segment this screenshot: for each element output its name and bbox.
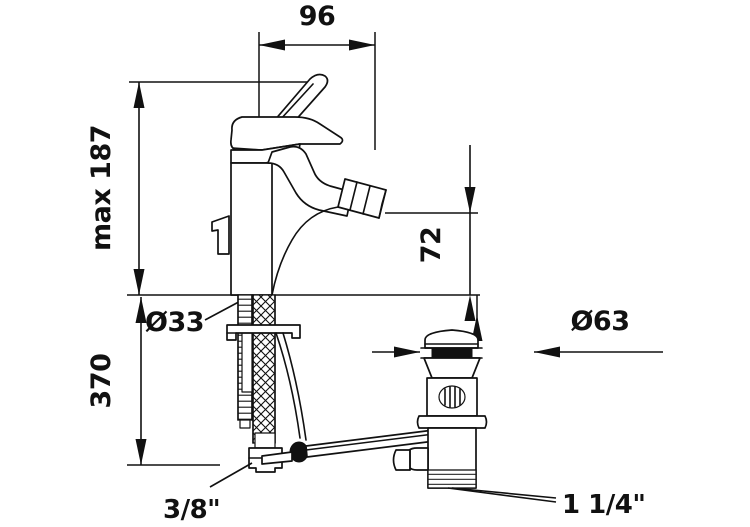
dimension-label-max-187: max 187	[86, 125, 117, 251]
pop-up-linkage	[261, 429, 436, 465]
flexible-hose	[275, 332, 307, 441]
body-column	[230, 162, 273, 296]
dimension-supply-thread: 3/8"	[163, 462, 253, 525]
mounting-washer	[226, 324, 301, 341]
waste-collar-ring	[416, 415, 488, 429]
dimension-label-d33: Ø33	[145, 307, 204, 338]
dimension-max-height: max 187	[86, 81, 320, 295]
waste-body	[426, 377, 478, 417]
dimension-spout-reach: 96	[258, 1, 376, 150]
waste-neck	[423, 357, 481, 379]
dimension-waste-flange-diameter: Ø63	[372, 306, 663, 358]
dimension-label-d63: Ø63	[570, 306, 629, 337]
pop-up-waste-assembly	[392, 295, 488, 489]
waste-outlet-thread	[427, 469, 477, 489]
waste-stopper-cap	[424, 329, 479, 349]
dimension-label-one-and-quarter: 1 1/4"	[562, 490, 645, 520]
pop-up-lever	[211, 215, 230, 255]
spout-lower-curve	[271, 206, 339, 296]
mixer-body-assembly	[211, 73, 387, 296]
dimension-label-370: 370	[86, 354, 117, 409]
spout-outlet-nozzle	[337, 178, 387, 219]
threaded-shank	[252, 294, 276, 444]
waste-linkage-inlet	[392, 447, 429, 471]
handle-cap	[230, 116, 344, 151]
dimension-hose-length: 370	[86, 297, 220, 466]
swivel-spout-arm	[267, 145, 353, 217]
dimension-waste-outlet-label: 1 1/4"	[447, 487, 646, 520]
dimension-spout-height: 72	[385, 145, 478, 321]
waste-seal-band	[420, 347, 483, 359]
dimension-label-three-eighths: 3/8"	[163, 495, 220, 525]
shank-inner-sleeve	[241, 329, 253, 393]
dimension-label-72: 72	[416, 227, 447, 264]
dimension-label-96: 96	[299, 1, 336, 32]
